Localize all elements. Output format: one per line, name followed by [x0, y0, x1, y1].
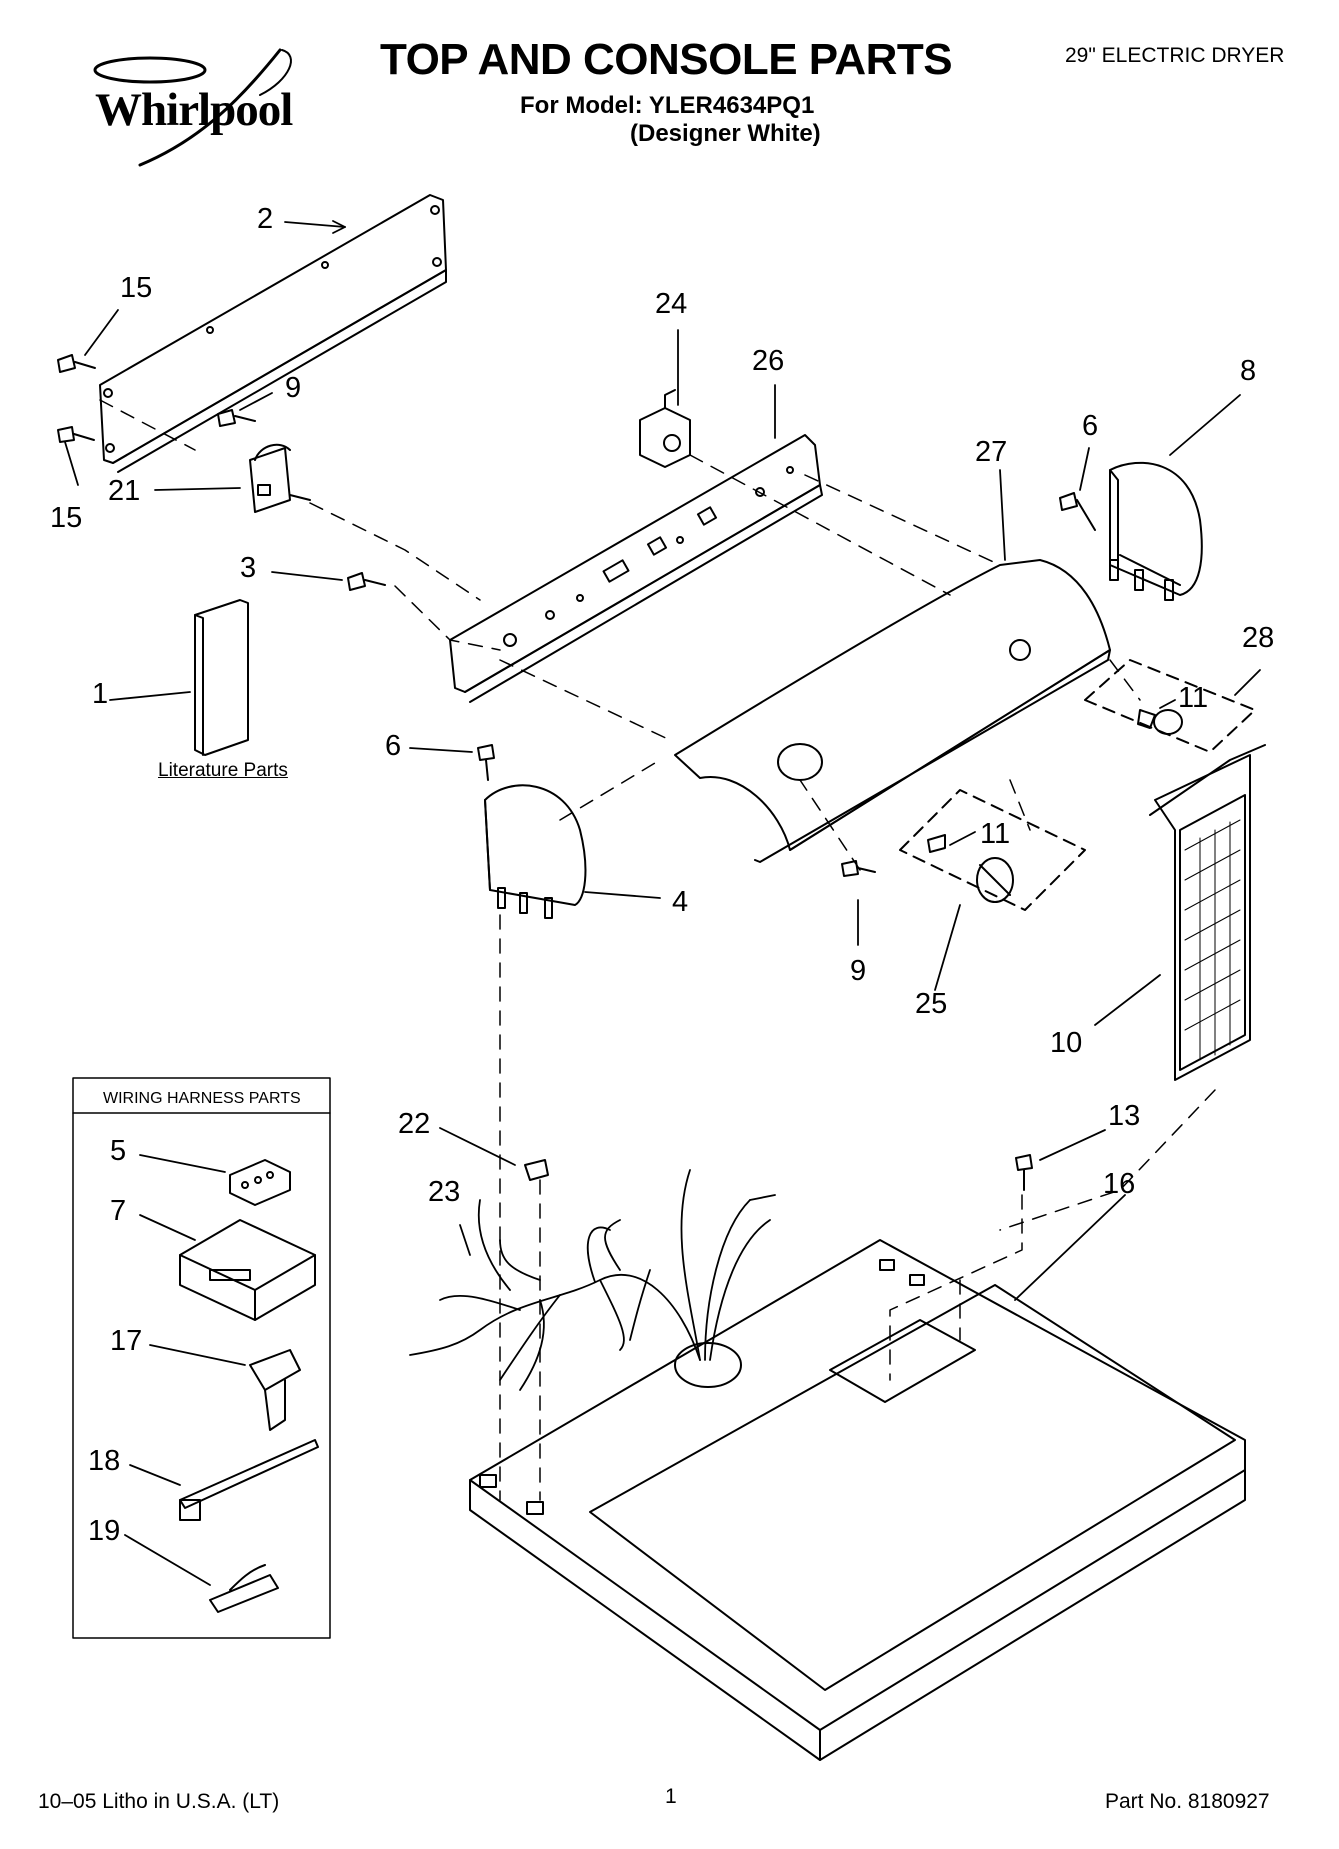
callout-28: 28 — [1242, 622, 1275, 654]
switch-24 — [639, 389, 691, 468]
callout-7: 7 — [110, 1195, 127, 1227]
lint-screen-10 — [1149, 744, 1266, 1081]
callout-16: 16 — [1103, 1168, 1136, 1200]
callout-15-lower: 15 — [50, 502, 83, 534]
callout-15-upper: 15 — [120, 272, 153, 304]
callout-6-lower: 6 — [385, 730, 402, 762]
control-panel-bracket-26 — [449, 434, 823, 703]
console-back-panel — [99, 194, 447, 473]
connector-7 — [179, 1219, 316, 1321]
literature-parts-label: Literature Parts — [158, 760, 288, 781]
callout-24: 24 — [655, 288, 688, 320]
screw-15-upper — [57, 354, 96, 373]
model-color: (Designer White) — [630, 120, 821, 147]
screw-13 — [1015, 1154, 1033, 1191]
screw-6-lower — [477, 744, 495, 781]
whirlpool-logo-swirl — [93, 48, 292, 167]
clip-17 — [249, 1349, 301, 1431]
screw-9-upper — [217, 409, 256, 427]
page-title: TOP AND CONSOLE PARTS — [380, 35, 953, 84]
knob-kit-28-outline — [1084, 659, 1256, 753]
callout-9-lower: 9 — [850, 955, 867, 987]
literature-parts-1 — [194, 599, 249, 756]
page-number: 1 — [665, 1785, 677, 1808]
wiring-harness-23 — [409, 1169, 776, 1391]
callout-27: 27 — [975, 436, 1008, 468]
model-number: For Model: YLER4634PQ1 — [520, 92, 815, 119]
callout-8: 8 — [1240, 355, 1257, 387]
callout-21: 21 — [108, 475, 141, 507]
harness-parts-box — [72, 1077, 331, 1639]
callout-9-upper: 9 — [285, 372, 302, 404]
callout-4: 4 — [672, 886, 689, 918]
top-panel-16 — [469, 1239, 1246, 1761]
callout-17: 17 — [110, 1325, 143, 1357]
callout-23: 23 — [428, 1176, 461, 1208]
screw-6-upper — [1059, 492, 1096, 531]
callout-6-upper: 6 — [1082, 410, 1099, 442]
part-number: Part No. 8180927 — [1105, 1790, 1270, 1813]
callout-18: 18 — [88, 1445, 121, 1477]
callout-13: 13 — [1108, 1100, 1141, 1132]
console-27 — [674, 559, 1111, 863]
knob-28 — [1137, 709, 1183, 735]
callout-11-lower: 11 — [980, 818, 1011, 850]
knob-kit-25-outline — [899, 789, 1086, 911]
connector-5 — [229, 1159, 291, 1206]
screw-9-lower — [841, 860, 876, 877]
litho-note: 10–05 Litho in U.S.A. (LT) — [38, 1790, 280, 1813]
clip-22 — [524, 1159, 549, 1181]
terminal-19 — [209, 1564, 279, 1613]
screw-3 — [347, 572, 386, 591]
callout-10: 10 — [1050, 1027, 1083, 1059]
product-type: 29" ELECTRIC DRYER — [1065, 44, 1285, 67]
callout-5: 5 — [110, 1135, 127, 1167]
harness-box-title: WIRING HARNESS PARTS — [103, 1090, 301, 1107]
callout-26: 26 — [752, 345, 785, 377]
callout-2: 2 — [257, 203, 274, 235]
cable-tie-18 — [179, 1439, 319, 1521]
brand-logo: Whirlpool — [95, 84, 293, 136]
leader-arrows — [64, 220, 1261, 1586]
timer-21 — [249, 443, 311, 513]
callout-11-right: 11 — [1178, 682, 1209, 714]
knob-25 — [927, 834, 1014, 903]
callout-19: 19 — [88, 1515, 121, 1547]
callout-3: 3 — [240, 552, 257, 584]
callout-22: 22 — [398, 1108, 431, 1140]
callout-25: 25 — [915, 988, 948, 1020]
screw-15-lower — [57, 426, 95, 443]
assembly-lines — [99, 399, 1216, 1501]
end-cap-4 — [484, 784, 587, 919]
callout-1: 1 — [92, 678, 109, 710]
end-cap-8 — [1109, 461, 1203, 601]
